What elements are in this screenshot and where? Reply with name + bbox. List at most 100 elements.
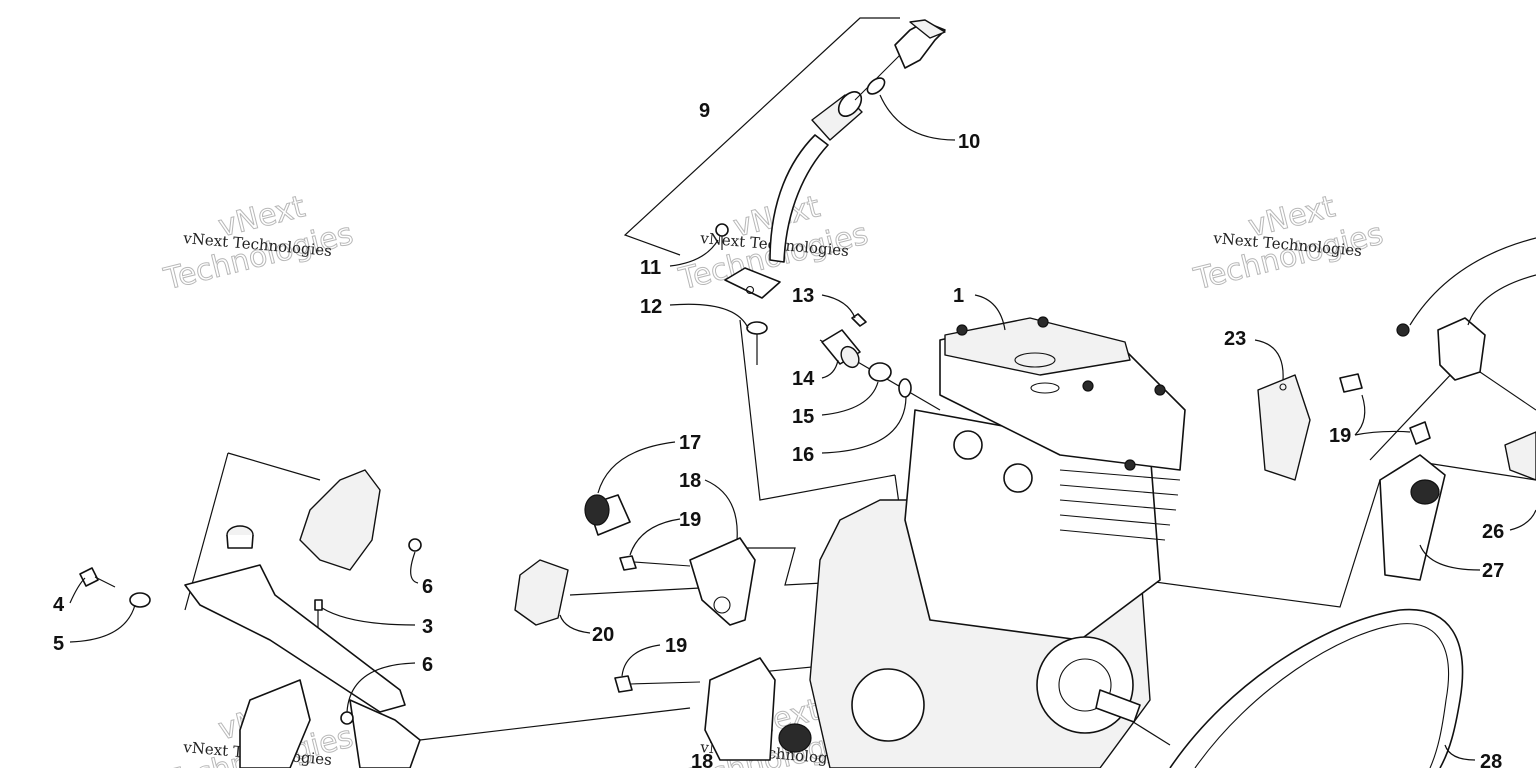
thermostat-fitting-14-end <box>840 345 860 369</box>
leader-right-top-b <box>1467 274 1536 326</box>
engine-mount-17-rubber <box>584 494 610 526</box>
callout-6a: 6 <box>422 576 433 598</box>
tube-screw-11 <box>715 223 729 237</box>
leader-10 <box>879 94 956 141</box>
drive-belt-28-inner <box>1194 623 1450 768</box>
right-upper-bracket-nut <box>1396 323 1410 337</box>
engine-valve-cover <box>944 317 1131 376</box>
dipstick-flange-hole <box>745 285 755 295</box>
right-mount-bracket <box>1379 317 1536 581</box>
callout-18b: 18 <box>691 751 713 768</box>
leader-4 <box>69 577 86 604</box>
left-frame-bushing-body <box>226 534 254 549</box>
leader-5 <box>69 604 136 643</box>
callout-numbers: 1 3 4 5 6 6 9 10 11 12 13 14 15 16 17 18… <box>53 100 1504 768</box>
callout-6b: 6 <box>422 654 433 676</box>
leader-6a <box>410 551 419 584</box>
drive-belt-28-outer <box>1169 608 1464 768</box>
left-upper-mount <box>299 469 381 571</box>
right-mount-plate-23-hole <box>1279 383 1287 391</box>
rubber-pad-20-body <box>514 559 569 626</box>
mount-bolt-19a <box>619 555 691 571</box>
leader-17 <box>597 441 676 494</box>
left-frame-bracket-arm <box>184 564 406 713</box>
left-bracket-to-lower-line <box>419 707 691 741</box>
engine-cooling-fins <box>1059 469 1181 541</box>
engine-bolt-b <box>1037 316 1049 328</box>
callout-14: 14 <box>792 368 815 390</box>
stud-3 <box>314 599 323 611</box>
mount-bracket-18-upper-body <box>689 537 756 626</box>
leader-15 <box>821 381 879 416</box>
dipstick-tube-flange <box>724 267 781 299</box>
callout-15: 15 <box>792 406 814 428</box>
callout-28: 28 <box>1480 751 1502 768</box>
right-mount-group-line <box>1369 369 1536 481</box>
callout-16: 16 <box>792 444 814 466</box>
leader-16 <box>821 396 907 454</box>
engine-bolt-e <box>1124 459 1136 471</box>
pad-to-bracket-line <box>569 587 701 596</box>
leader-23 <box>1254 339 1284 381</box>
leader-28 <box>1444 744 1476 761</box>
engine-exhaust-port-1 <box>953 430 983 460</box>
nut-6a <box>408 538 422 552</box>
spacer-23 <box>1339 373 1363 393</box>
engine-assembly <box>809 316 1186 768</box>
engine-bolt-c <box>1082 380 1094 392</box>
engine-valve-cover-port <box>1030 382 1060 394</box>
leader-6b <box>346 662 416 713</box>
mount-bracket-18-lower-rubber <box>778 723 812 753</box>
dipstick-handle <box>866 19 946 95</box>
leader-14 <box>821 359 839 379</box>
rubber-pad-20 <box>514 559 569 626</box>
engine-mount-17 <box>584 494 631 536</box>
leader-26 <box>1509 509 1536 531</box>
engine-output-shaft <box>1095 689 1141 723</box>
leader-27 <box>1419 544 1481 571</box>
dipstick-tube-body <box>769 134 829 263</box>
mount-bracket-18-upper-hole <box>713 596 731 614</box>
dipstick-tube-center-line <box>739 319 896 501</box>
right-upper-bracket-rod <box>1479 371 1536 411</box>
engine-stator-cover <box>1036 636 1134 734</box>
left-frame-lower-bracket <box>349 699 421 768</box>
bolt-4-shank <box>94 576 116 588</box>
engine-bolt-a <box>956 324 968 336</box>
callout-26: 26 <box>1482 521 1504 543</box>
right-mount-plate-23-body <box>1257 374 1311 481</box>
engine-stator-cover-inner <box>1058 658 1112 712</box>
callout-4: 4 <box>53 594 65 616</box>
cap-screw-13 <box>851 313 867 327</box>
leader-3 <box>321 607 416 626</box>
drive-belt-28 <box>1169 608 1464 768</box>
right-mount-bushing-27 <box>1410 479 1440 505</box>
callout-11: 11 <box>640 257 661 279</box>
right-mount-plate-23 <box>1257 373 1363 481</box>
callout-5: 5 <box>53 633 64 655</box>
washer-5 <box>129 592 151 608</box>
bolt-4 <box>79 567 99 587</box>
leader-19b <box>621 644 661 677</box>
engine-exhaust-port-2 <box>1003 463 1033 493</box>
callout-17: 17 <box>679 432 701 454</box>
nut-6b <box>340 711 354 725</box>
engine-bolt-d <box>1154 384 1166 396</box>
callout-10: 10 <box>958 131 980 153</box>
small-hardware <box>715 223 867 335</box>
right-mount-to-engine-line <box>1139 479 1381 608</box>
callout-23: 23 <box>1224 328 1246 350</box>
callout-3: 3 <box>422 616 433 638</box>
callout-19c: 19 <box>1329 425 1351 447</box>
leader-13 <box>821 294 856 319</box>
mount-bolt-19c <box>1409 421 1431 445</box>
output-shaft-line <box>1129 719 1171 746</box>
dipstick-group-bracket <box>623 17 900 256</box>
right-mount-pad-26 <box>1504 431 1536 481</box>
left-frame-bracket <box>79 469 422 768</box>
callout-19b: 19 <box>665 635 687 657</box>
callout-20: 20 <box>592 624 614 646</box>
leader-18a <box>704 479 738 541</box>
mount-bracket-18-upper <box>689 537 756 626</box>
